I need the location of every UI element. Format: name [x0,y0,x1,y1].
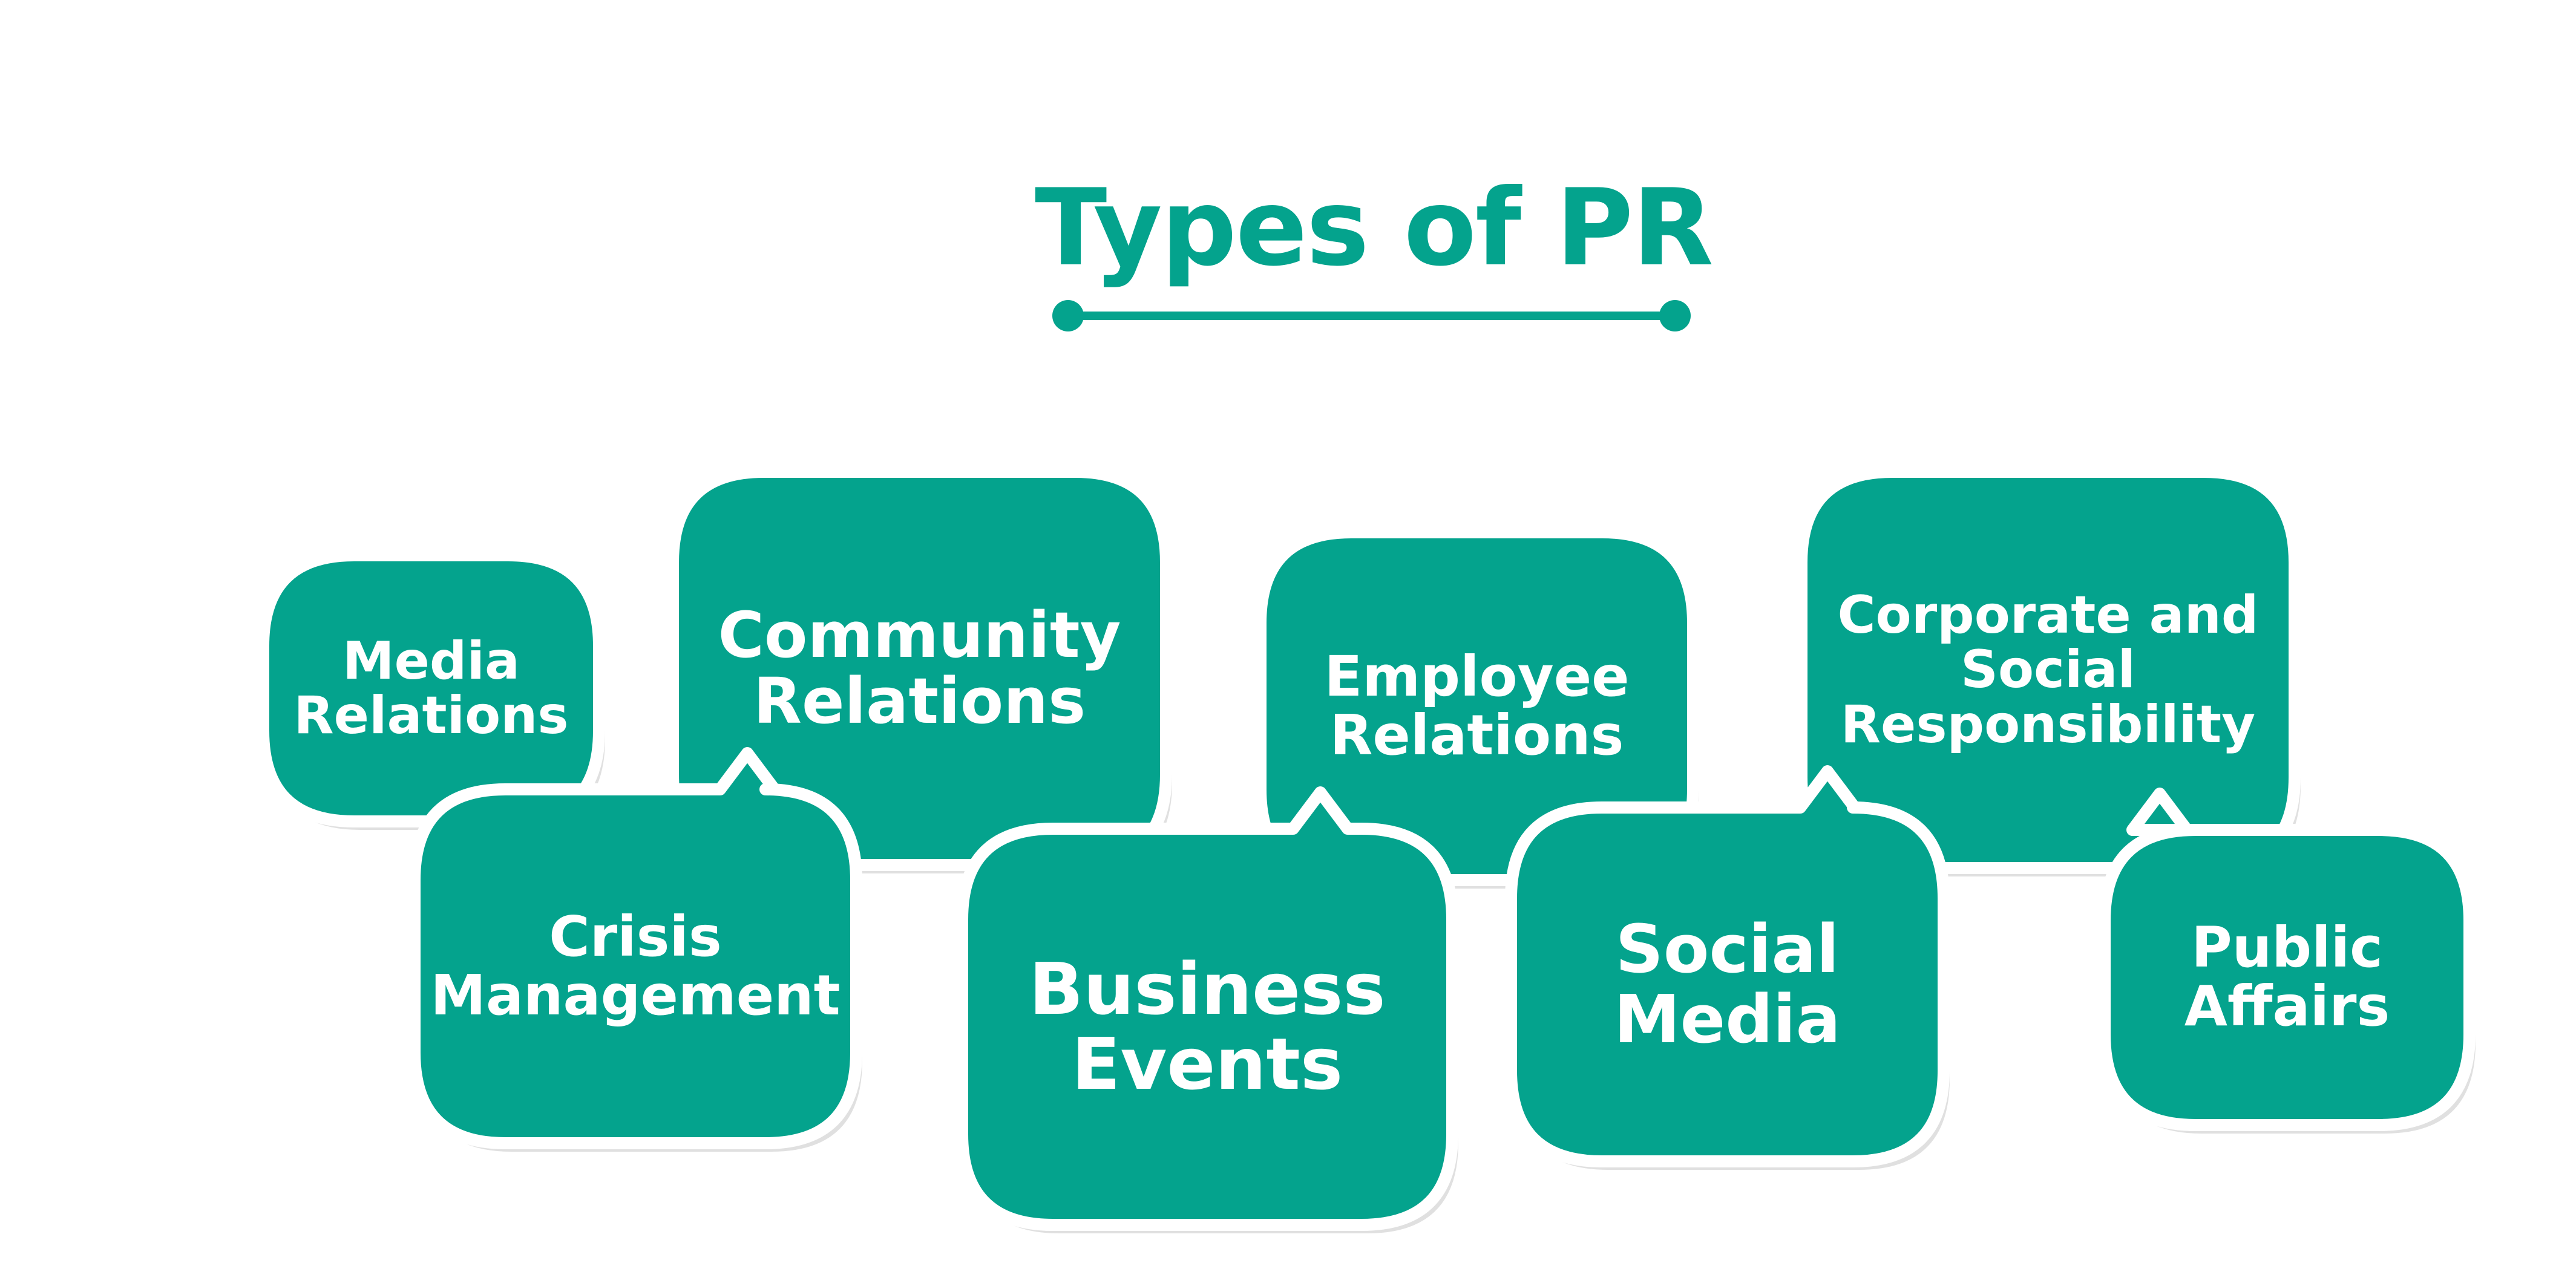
business-events-bubble [956,786,1458,1231]
public-affairs-bubble [2099,788,2476,1131]
social-media-bubble [1505,765,1950,1167]
crisis-management-bubble [408,747,862,1149]
diagram-title: Types of PR [1034,167,1714,290]
title-underline [1052,300,1691,331]
